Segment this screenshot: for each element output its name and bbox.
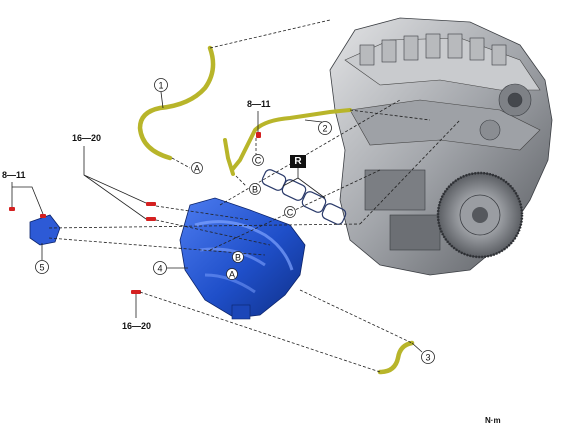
torque-label-bracket: 8—11: [2, 170, 26, 180]
engine-assembly: [329, 17, 553, 276]
hose-part3[interactable]: [377, 340, 415, 375]
letter-B-manifold: B: [232, 251, 244, 263]
svg-text:1: 1: [158, 81, 163, 91]
torque-label-manifold-upper: 16—20: [72, 133, 101, 143]
bolt-bracket-left: [9, 207, 15, 211]
svg-text:2: 2: [322, 124, 327, 134]
bolt-hose-bracket: [256, 132, 261, 138]
svg-text:3: 3: [425, 353, 430, 363]
letter-A-hose: A: [191, 162, 203, 174]
bolt-bracket-right: [40, 214, 46, 218]
svg-text:A: A: [194, 164, 200, 174]
letter-C-manifold: C: [284, 206, 296, 218]
callout-5: 5: [35, 243, 49, 274]
svg-text:5: 5: [39, 263, 44, 273]
unit-label: N·m: [485, 416, 501, 425]
replace-badge: R: [282, 155, 326, 199]
letter-B-hose: B: [249, 183, 261, 195]
svg-text:R: R: [294, 156, 302, 167]
hose-part1[interactable]: [137, 45, 216, 161]
bolts: [9, 132, 261, 294]
callout-2: 2: [304, 119, 332, 135]
dashed-guides: [48, 19, 461, 373]
bolt-manifold-lower: [131, 290, 141, 294]
bolt-manifold-upper-2: [146, 217, 156, 221]
torque-label-manifold-lower: 16—20: [122, 321, 151, 331]
svg-text:A: A: [229, 270, 235, 280]
bolt-manifold-upper-1: [146, 202, 156, 206]
manifold-bracket[interactable]: [29, 214, 61, 246]
svg-text:4: 4: [157, 264, 162, 274]
hose-part2[interactable]: [223, 108, 352, 176]
callout-1: 1: [154, 78, 168, 109]
torque-label-hose-bracket: 8—11: [247, 99, 271, 109]
svg-text:B: B: [252, 185, 258, 195]
svg-text:C: C: [255, 156, 262, 166]
flywheel: [436, 171, 524, 259]
callout-3: 3: [411, 342, 435, 364]
svg-text:B: B: [235, 253, 241, 263]
intake-gaskets[interactable]: [261, 168, 348, 226]
letter-C-hose: C: [252, 154, 264, 166]
letter-A-manifold: A: [226, 268, 238, 280]
callout-4: 4: [153, 261, 188, 275]
svg-text:C: C: [287, 208, 294, 218]
